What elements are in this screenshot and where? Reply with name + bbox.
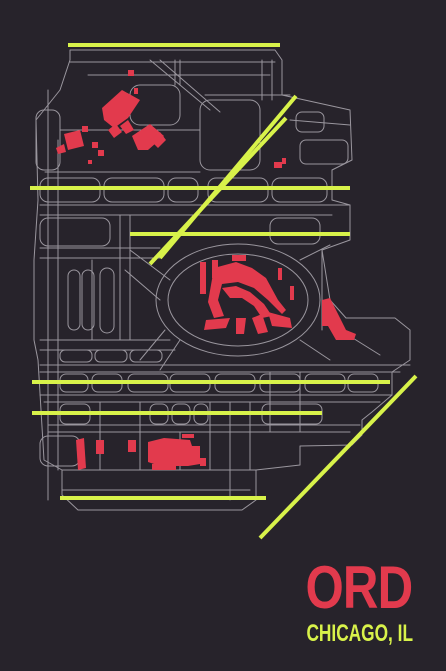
terminal-buildings	[56, 70, 356, 470]
runways	[30, 43, 418, 540]
airport-code: ORD	[305, 554, 413, 621]
airport-city: CHICAGO, IL	[306, 620, 413, 647]
